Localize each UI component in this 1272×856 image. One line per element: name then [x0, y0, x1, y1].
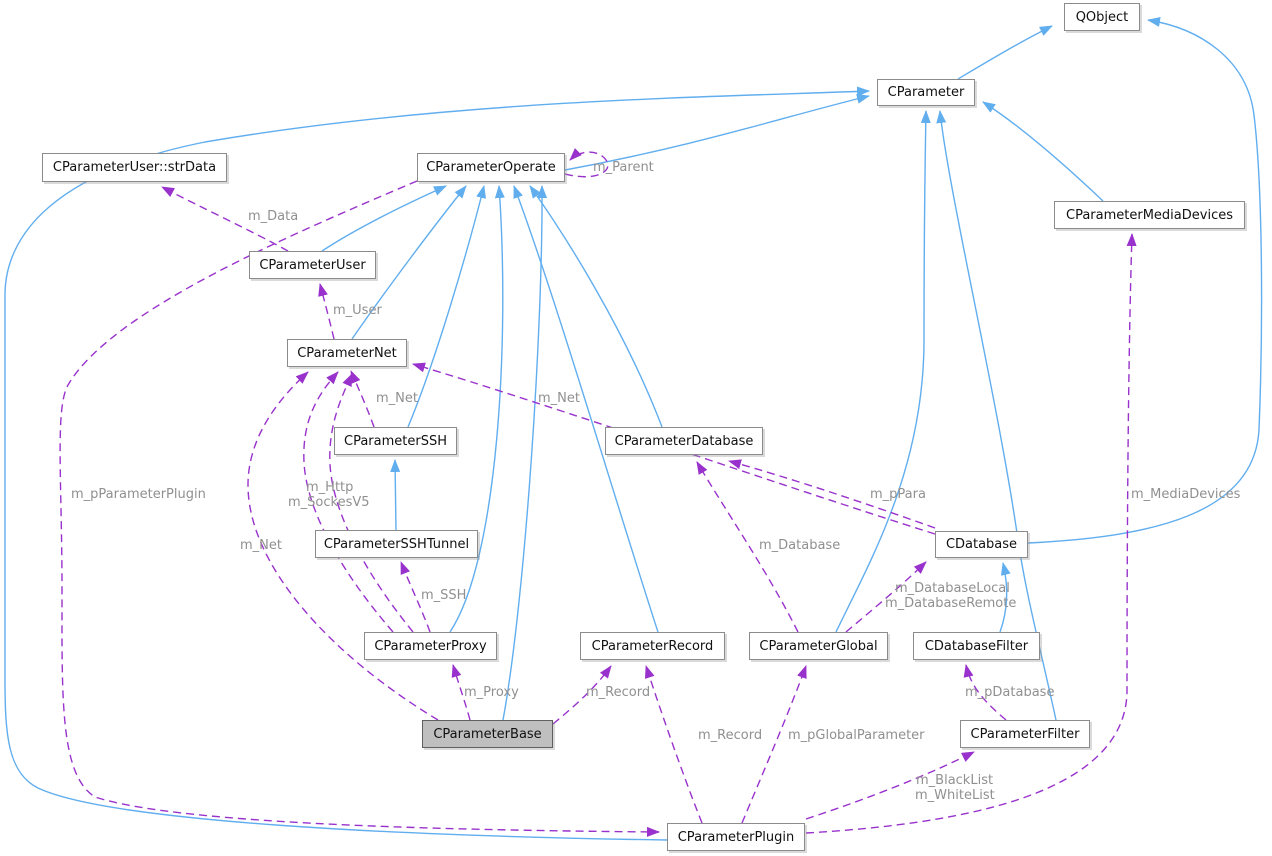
edge-label-m-net-base: m_Net: [240, 538, 282, 553]
member-cparameterbase-m-record: [552, 665, 612, 725]
edge-label-m-net-ssh: m_Net: [376, 391, 418, 406]
node-cparametermediadevices[interactable]: CParameterMediaDevices: [1054, 201, 1245, 229]
inheritance-cparameterdatabase-to-cparameteroperate: [529, 185, 663, 428]
node-cparameterssh[interactable]: CParameterSSH: [334, 427, 457, 455]
inheritance-cparameter-to-qobject: [957, 25, 1053, 80]
inheritance-cparameternet-to-cparameteroperate: [351, 185, 467, 340]
edge-label-m-data: m_Data: [248, 209, 298, 224]
edge-label-m-parent: m_Parent: [593, 160, 654, 175]
edge-label-m-databaseremote: m_DatabaseRemote: [885, 596, 1016, 611]
member-cparameterplugin-m-mediadevices: [805, 233, 1137, 834]
member-cparameterglobal-m-database: [696, 461, 799, 633]
node-cparameteruser[interactable]: CParameterUser: [249, 251, 376, 279]
node-cparameterbase[interactable]: CParameterBase: [422, 720, 553, 748]
member-cparameterbase-m-net: [247, 371, 439, 721]
member-cparameteruser-m-data: [161, 186, 289, 252]
member-cparameteroperate-m-pparameterplugin: [59, 180, 660, 837]
node-cparameteruser-strdata[interactable]: CParameterUser::strData: [42, 153, 227, 182]
member-cparameterbase-m-proxy: [451, 664, 471, 721]
inheritance-cparameterssh-to-cparameteroperate: [407, 185, 486, 428]
node-cparameterrecord[interactable]: CParameterRecord: [580, 632, 725, 660]
node-cparameterproxy[interactable]: CParameterProxy: [364, 632, 497, 660]
member-cparameterglobal-m-databaselocal-remote: [845, 561, 927, 633]
member-cdatabase-m-net: [412, 362, 936, 535]
member-cparameterfilter-m-pdatabase: [963, 664, 1007, 721]
edge-label-m-database: m_Database: [759, 538, 840, 553]
edge-label-m-ppara: m_pPara: [870, 487, 926, 502]
inheritance-cdatabase-to-qobject: [1027, 16, 1263, 544]
node-cparameterglobal[interactable]: CParameterGlobal: [749, 632, 888, 660]
edge-label-m-ssh: m_SSH: [421, 588, 466, 603]
inheritance-cparameterbase-to-cparameteroperate: [502, 185, 548, 721]
edge-label-m-proxy: m_Proxy: [464, 685, 519, 700]
inheritance-cparameterrecord-to-cparameteroperate: [513, 185, 659, 633]
inheritance-cparameteruser-to-cparameteroperate: [321, 185, 447, 252]
edge-label-m-record-base: m_Record: [586, 685, 650, 700]
edge-label-m-pdatabase: m_pDatabase: [965, 685, 1054, 700]
member-cparameterssh-m-net: [350, 370, 375, 428]
node-cparameterfilter[interactable]: CParameterFilter: [960, 720, 1090, 748]
member-cdatabase-m-ppara: [728, 459, 936, 529]
member-cparameternet-m-user: [318, 283, 335, 340]
edge-label-m-sockesv5: m_SockesV5: [288, 495, 370, 510]
inheritance-cparametermediadevices-to-cparameter: [982, 101, 1104, 202]
member-cparameteroperate-m-parent-selfloop: [564, 147, 609, 178]
inheritance-cparametersshtunnel-to-cparameterssh: [390, 459, 401, 531]
node-cparametersshtunnel[interactable]: CParameterSSHTunnel: [315, 530, 478, 558]
member-cparameterproxy-m-sockesv5: [329, 373, 414, 633]
edge-label-m-blacklist: m_BlackList: [916, 773, 993, 788]
member-cparameterplugin-m-blacklist-whitelist: [805, 751, 975, 820]
inheritance-cparameterglobal-to-cparameter: [835, 110, 931, 633]
member-cparameterplugin-m-pglobalparameter: [741, 665, 807, 824]
node-cparameternet[interactable]: CParameterNet: [287, 339, 407, 367]
edge-label-m-databaselocal: m_DatabaseLocal: [895, 581, 1010, 596]
edge-label-m-net-cdatabase: m_Net: [538, 391, 580, 406]
edge-label-m-pglobalparameter: m_pGlobalParameter: [788, 728, 925, 743]
inheritance-cparameterproxy-to-cparameteroperate: [449, 185, 505, 633]
node-cdatabase[interactable]: CDatabase: [935, 531, 1028, 558]
edge-label-m-user: m_User: [333, 303, 382, 318]
inheritance-cparameterplugin-to-cparameter: [4, 86, 870, 841]
node-cparameterdatabase[interactable]: CParameterDatabase: [605, 427, 763, 455]
member-cparameterplugin-m-record: [644, 665, 703, 824]
node-cparameter[interactable]: CParameter: [877, 79, 975, 106]
edge-label-m-record-plugin: m_Record: [698, 728, 762, 743]
node-cparameteroperate[interactable]: CParameterOperate: [417, 153, 565, 182]
inheritance-cparameterfilter-to-cparameter: [936, 110, 1057, 721]
inheritance-cdatabasefilter-to-cdatabase: [999, 562, 1011, 633]
member-cparameterproxy-m-ssh: [400, 561, 431, 633]
edge-label-m-http: m_Http: [306, 480, 353, 495]
node-cdatabasefilter[interactable]: CDatabaseFilter: [913, 632, 1040, 660]
inheritance-cparameteroperate-to-cparameter: [564, 93, 870, 171]
edge-label-m-pparameterplugin: m_pParameterPlugin: [71, 487, 206, 502]
node-cparameterplugin[interactable]: CParameterPlugin: [667, 823, 805, 851]
edge-label-m-mediadevices: m_MediaDevices: [1131, 487, 1241, 502]
member-cparameterproxy-m-http: [303, 371, 394, 633]
edge-label-m-whitelist: m_WhiteList: [915, 788, 995, 803]
node-qobject[interactable]: QObject: [1064, 3, 1140, 31]
